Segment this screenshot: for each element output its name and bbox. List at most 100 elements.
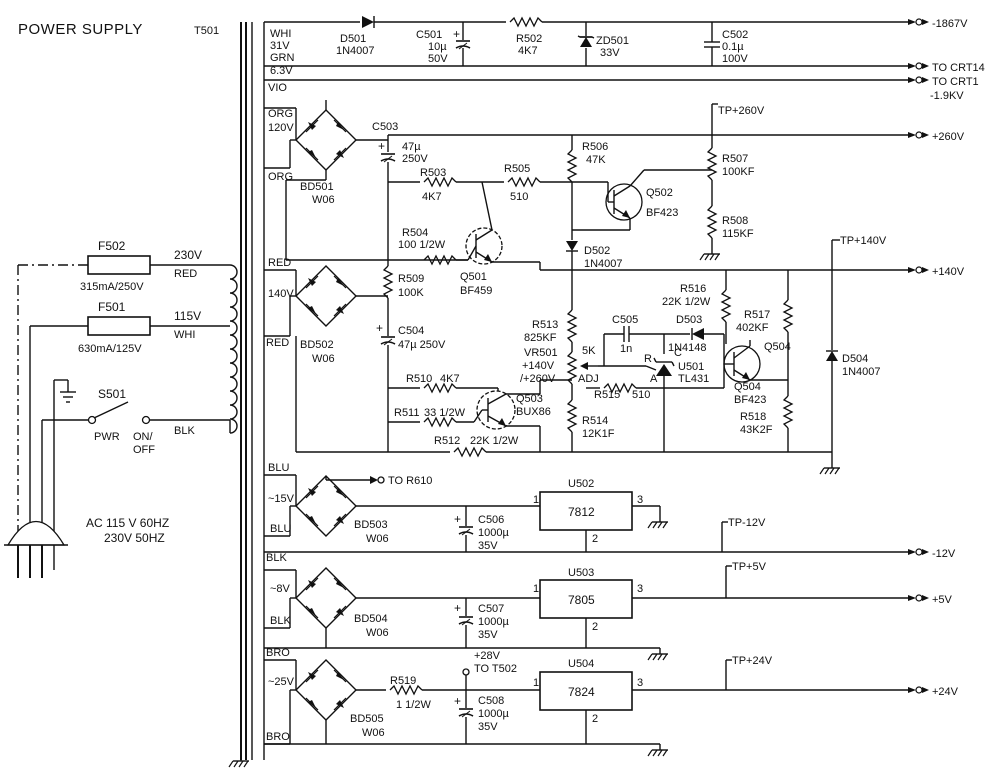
fuse-f501 <box>87 316 151 336</box>
c501-value1: 10µ <box>428 41 447 53</box>
c503-value1: 47µ <box>402 141 421 153</box>
r509-value: 100K <box>398 287 424 299</box>
mains-plug-icon <box>6 520 66 546</box>
svg-text:+: + <box>453 27 460 41</box>
r519-value: 1 1/2W <box>396 699 431 711</box>
out-260v: +260V <box>932 131 965 143</box>
wire-grn: GRN <box>270 52 295 64</box>
out-24v: +24V <box>932 686 959 698</box>
r516-ref: R516 <box>680 283 706 295</box>
r510-value: 4K7 <box>440 373 460 385</box>
vr501-ref: VR501 <box>524 347 558 359</box>
c508-ref: C508 <box>478 695 504 707</box>
r514-ref: R514 <box>582 415 608 427</box>
q502-part: BF423 <box>646 207 678 219</box>
b140-tap: 140V <box>268 288 294 300</box>
r511-ref: R511 <box>394 407 419 419</box>
r512-value: 22K 1/2W <box>470 435 519 447</box>
out-neg12v: -12V <box>932 548 956 560</box>
u502-regulator <box>539 491 633 531</box>
u503-part: 7805 <box>568 593 595 607</box>
u501-part: TL431 <box>678 373 709 385</box>
u503-pin1: 1 <box>533 583 539 595</box>
bd501-part: W06 <box>312 194 335 206</box>
c508-value2: 35V <box>478 721 498 733</box>
wire-blk-primary: BLK <box>174 425 195 437</box>
vr501-pot: 5K <box>582 345 596 357</box>
r509-ref: R509 <box>398 273 424 285</box>
u502-ref: U502 <box>568 478 594 490</box>
c507-value1: 1000µ <box>478 616 509 628</box>
svg-text:+: + <box>454 601 461 615</box>
c504-value: 47µ 250V <box>398 339 446 351</box>
bd504-part: W06 <box>366 627 389 639</box>
c502-value1: 0.1µ <box>722 41 744 53</box>
tp-260v: TP+260V <box>718 105 765 117</box>
u503-pin2: 2 <box>592 621 598 633</box>
b5-wire-bot: BLK <box>270 615 291 627</box>
c506-ref: C506 <box>478 514 504 526</box>
d501-ref: D501 <box>340 33 366 45</box>
u504-regulator <box>539 671 633 711</box>
tap-115v: 115V <box>174 309 201 323</box>
r504-value: 100 1/2W <box>398 239 446 251</box>
q503-symbol <box>476 390 516 430</box>
d502-part: 1N4007 <box>584 258 623 270</box>
q501-symbol <box>465 227 503 265</box>
schematic-title: POWER SUPPLY <box>18 21 143 38</box>
r517-value: 402KF <box>736 322 769 334</box>
to-r610: TO R610 <box>388 475 432 487</box>
d502-ref: D502 <box>584 245 610 257</box>
r502-value: 4K7 <box>518 45 538 57</box>
b260-wire-top: ORG <box>268 108 293 120</box>
d503-ref: D503 <box>676 314 702 326</box>
u503-pin3: 3 <box>637 583 643 595</box>
c508-value1: 1000µ <box>478 708 509 720</box>
to-t502: TO T502 <box>474 663 517 675</box>
bd503-part: W06 <box>366 533 389 545</box>
q503-ref: Q503 <box>516 393 543 405</box>
r518-ref: R518 <box>740 411 766 423</box>
b140-wire-top: RED <box>268 257 291 269</box>
u501-pin-r: R <box>644 353 652 365</box>
c505-value: 1n <box>620 343 632 355</box>
d501-part: 1N4007 <box>336 45 375 57</box>
b24-wire-bot: BRO <box>266 731 290 743</box>
out-crt1: TO CRT1 <box>932 76 979 88</box>
u502-part: 7812 <box>568 505 595 519</box>
c502-value2: 100V <box>722 53 748 65</box>
bd505-part: W06 <box>362 727 385 739</box>
r510-ref: R510 <box>406 373 432 385</box>
ac-label-2: 230V 50HZ <box>104 531 165 545</box>
r504-ref: R504 <box>402 227 428 239</box>
ac-label-1: AC 115 V 60HZ <box>86 516 169 530</box>
out-crt14: TO CRT14 <box>932 62 985 74</box>
bd501-ref: BD501 <box>300 181 334 193</box>
u503-ref: U503 <box>568 567 594 579</box>
q501-part: BF459 <box>460 285 492 297</box>
bd503-ref: BD503 <box>354 519 388 531</box>
tp-24v: TP+24V <box>732 655 773 667</box>
r516-value: 22K 1/2W <box>662 296 711 308</box>
tap-230v: 230V <box>174 248 202 262</box>
s501-on: ON/ <box>133 431 154 443</box>
f502-ref: F502 <box>98 239 126 253</box>
t501-label: T501 <box>194 25 219 37</box>
c506-value2: 35V <box>478 540 498 552</box>
b260-tap: 120V <box>268 122 294 134</box>
u502-pin2: 2 <box>592 533 598 545</box>
b24-wire-top: BRO <box>266 647 290 659</box>
r512-ref: R512 <box>434 435 460 447</box>
b24-section: BRO ~25V BRO BD505 W06 R519 1 1/2W +28V … <box>264 647 959 757</box>
r508-value: 115KF <box>722 228 754 240</box>
c507-ref: C507 <box>478 603 504 615</box>
out-neg1867v: -1867V <box>932 18 968 30</box>
out-5v: +5V <box>932 594 953 606</box>
u502-pin3: 3 <box>637 494 643 506</box>
bd502-ref: BD502 <box>300 339 334 351</box>
r517-ref: R517 <box>744 309 770 321</box>
q504-ref2: Q504 <box>734 381 761 393</box>
b12-tap: ~15V <box>268 493 295 505</box>
out-140v: +140V <box>932 266 965 278</box>
